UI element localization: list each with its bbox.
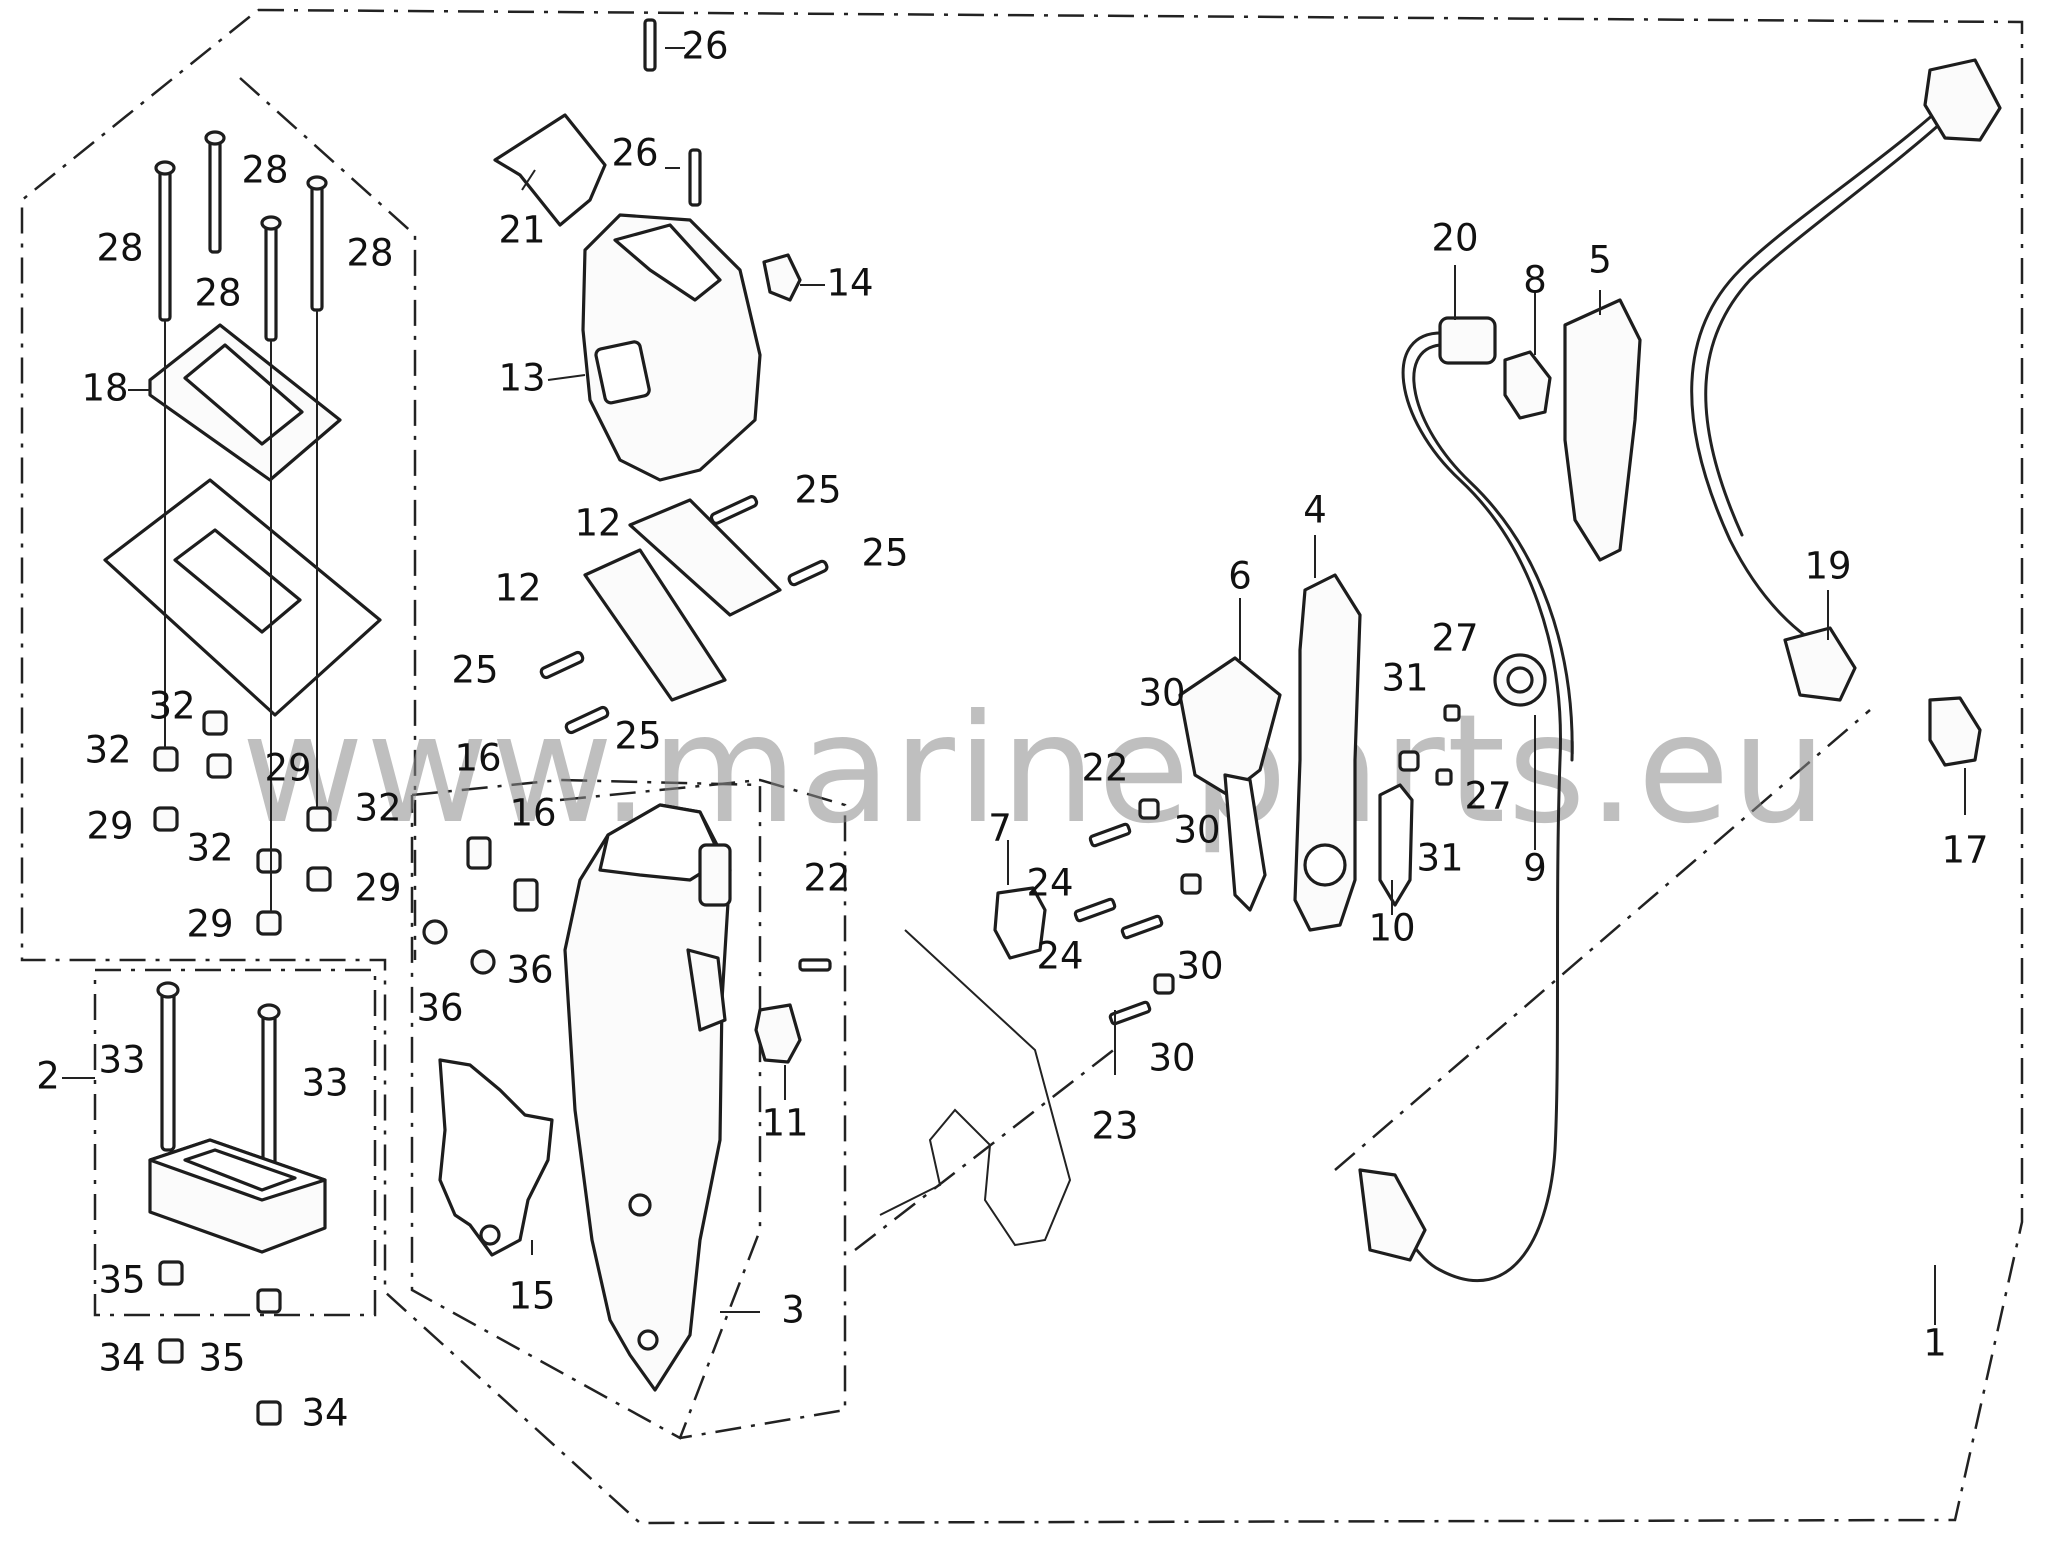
callout-30-c: 30 bbox=[1176, 945, 1223, 988]
callout-28-c: 28 bbox=[194, 272, 241, 315]
leader-lines bbox=[62, 47, 1966, 1325]
callout-34-left: 34 bbox=[98, 1337, 145, 1380]
callout-2: 2 bbox=[36, 1055, 60, 1098]
callout-25-b: 25 bbox=[861, 532, 908, 575]
callout-11: 11 bbox=[761, 1102, 808, 1145]
callout-32-c: 32 bbox=[186, 827, 233, 870]
lever-parts bbox=[1073, 573, 1547, 1026]
callout-34-right: 34 bbox=[301, 1392, 348, 1435]
callout-31-upper: 31 bbox=[1381, 657, 1428, 700]
callout-28-a: 28 bbox=[96, 227, 143, 270]
callout-22-lower: 22 bbox=[1081, 747, 1128, 790]
callout-32-d: 32 bbox=[354, 787, 401, 830]
callout-35-right: 35 bbox=[198, 1337, 245, 1380]
callout-8: 8 bbox=[1523, 259, 1547, 302]
callout-12-upper: 12 bbox=[574, 502, 621, 545]
callout-22-upper: 22 bbox=[803, 857, 850, 900]
callout-33-left: 33 bbox=[98, 1039, 145, 1082]
callout-16-right: 16 bbox=[509, 792, 556, 835]
callout-14: 14 bbox=[826, 262, 873, 305]
callout-33-right: 33 bbox=[301, 1062, 348, 1105]
callout-29-d: 29 bbox=[186, 903, 233, 946]
callout-4: 4 bbox=[1303, 489, 1327, 532]
callout-15: 15 bbox=[508, 1275, 555, 1318]
callout-21: 21 bbox=[498, 209, 545, 252]
callout-7: 7 bbox=[988, 807, 1012, 850]
callout-17: 17 bbox=[1941, 829, 1988, 872]
callout-30-a: 30 bbox=[1138, 672, 1185, 715]
callout-27-upper: 27 bbox=[1431, 617, 1478, 660]
callout-25-c: 25 bbox=[451, 649, 498, 692]
harness-parts bbox=[1358, 58, 2002, 1283]
callout-12-lower: 12 bbox=[494, 567, 541, 610]
callout-24-upper: 24 bbox=[1026, 862, 1073, 905]
callout-1: 1 bbox=[1923, 1322, 1947, 1365]
callout-31-lower: 31 bbox=[1416, 837, 1463, 880]
callout-9: 9 bbox=[1523, 847, 1547, 890]
callout-labels: 1 2 3 4 5 6 7 8 9 10 11 12 12 13 14 15 1… bbox=[36, 25, 1988, 1435]
watermark-text: www.marineparts.eu bbox=[241, 683, 1829, 857]
callout-16-left: 16 bbox=[454, 737, 501, 780]
callout-36-left: 36 bbox=[416, 987, 463, 1030]
callout-18: 18 bbox=[81, 367, 128, 410]
callout-26-upper: 26 bbox=[681, 25, 728, 68]
callout-19: 19 bbox=[1804, 545, 1851, 588]
callout-30-b: 30 bbox=[1173, 809, 1220, 852]
callout-25-a: 25 bbox=[794, 469, 841, 512]
callout-25-d: 25 bbox=[614, 715, 661, 758]
callout-3: 3 bbox=[781, 1289, 805, 1332]
callout-29-c: 29 bbox=[354, 867, 401, 910]
upper-mount-parts bbox=[103, 130, 382, 936]
callout-10: 10 bbox=[1368, 907, 1415, 950]
callout-32-a: 32 bbox=[148, 685, 195, 728]
callout-36-right: 36 bbox=[506, 949, 553, 992]
top-cover-parts bbox=[493, 18, 802, 482]
callout-28-d: 28 bbox=[346, 232, 393, 275]
callout-20: 20 bbox=[1431, 217, 1478, 260]
callout-35-left: 35 bbox=[98, 1259, 145, 1302]
control-box-parts bbox=[422, 803, 832, 1392]
gasket-parts bbox=[879, 886, 1072, 1247]
assembly-boundaries bbox=[20, 8, 2024, 1525]
callout-13: 13 bbox=[498, 357, 545, 400]
callout-30-d: 30 bbox=[1148, 1037, 1195, 1080]
callout-28-b: 28 bbox=[241, 149, 288, 192]
callout-23: 23 bbox=[1091, 1105, 1138, 1148]
callout-26-lower: 26 bbox=[611, 132, 658, 175]
rail-parts bbox=[539, 495, 829, 735]
callout-32-b: 32 bbox=[84, 729, 131, 772]
callout-29-a: 29 bbox=[264, 747, 311, 790]
lower-mount-parts bbox=[148, 981, 327, 1426]
callout-29-b: 29 bbox=[86, 805, 133, 848]
callout-6: 6 bbox=[1228, 555, 1252, 598]
callout-27-lower: 27 bbox=[1464, 775, 1511, 818]
callout-5: 5 bbox=[1588, 239, 1612, 282]
callout-24-lower: 24 bbox=[1036, 935, 1083, 978]
